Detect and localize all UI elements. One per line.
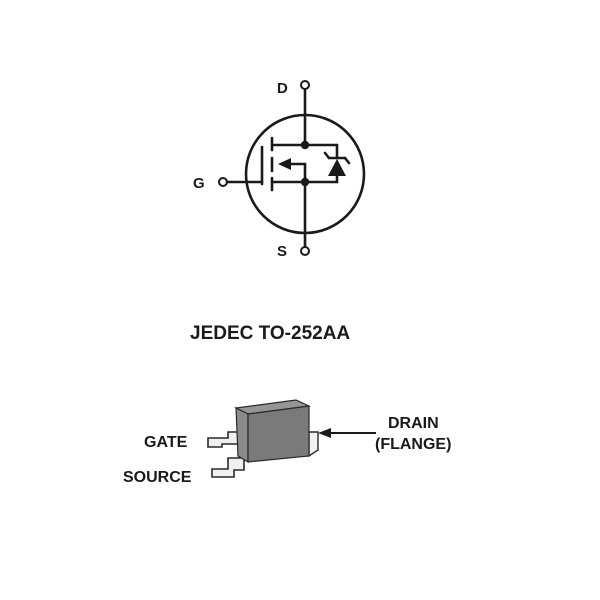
package-drain-label: DRAIN — [388, 415, 439, 432]
drain-terminal — [300, 80, 310, 90]
package-front-face — [235, 407, 249, 464]
to252-package — [207, 399, 319, 478]
drain-label: D — [277, 80, 288, 97]
source-label: S — [277, 243, 287, 260]
package-title: JEDEC TO-252AA — [190, 323, 350, 344]
drain-flange — [308, 431, 319, 458]
drain-junction-dot — [300, 140, 310, 150]
body-arrow-icon — [278, 158, 291, 170]
package-flange-label: (FLANGE) — [375, 436, 451, 453]
mosfet-symbol — [218, 80, 366, 256]
drain-arrow — [318, 428, 376, 438]
gate-label: G — [193, 175, 205, 192]
source-junction-dot — [300, 177, 310, 187]
package-body — [247, 405, 310, 463]
arrow-head-icon — [318, 428, 331, 438]
zener-bar-tail-right — [343, 156, 351, 165]
package-gate-label: GATE — [144, 434, 188, 451]
zener-bar-tail-left — [323, 151, 331, 160]
package-source-label: SOURCE — [123, 469, 192, 486]
diode-triangle-icon — [328, 159, 346, 176]
source-lead-pin — [211, 457, 245, 478]
symbol-fills — [278, 140, 346, 187]
source-terminal — [300, 246, 310, 256]
